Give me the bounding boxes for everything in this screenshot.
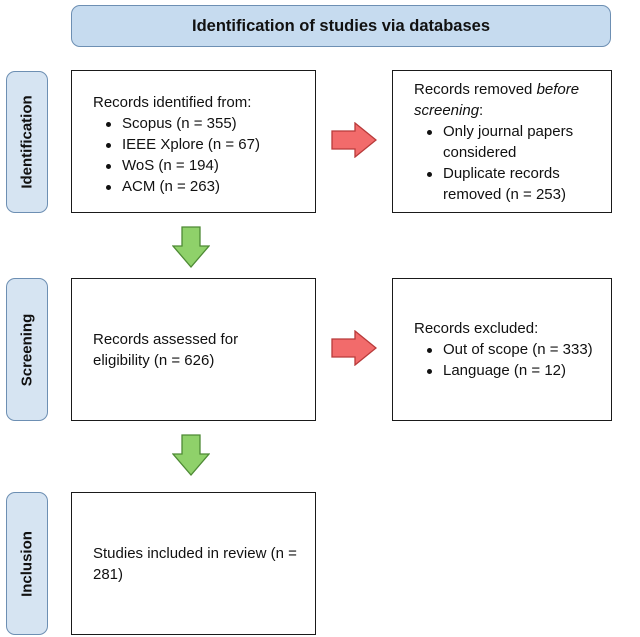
phase-tab-identification: Identification — [6, 71, 48, 213]
records-removed-box: Records removed before screening: Only j… — [392, 70, 612, 213]
list-item: Out of scope (n = 333) — [414, 339, 593, 360]
header-box: Identification of studies via databases — [71, 5, 611, 47]
records-identified-box: Records identified from: Scopus (n = 355… — [71, 70, 316, 213]
right-arrow-icon — [331, 122, 377, 158]
list-item: Duplicate records removed (n = 253) — [414, 163, 611, 205]
list-item: Only journal papers considered — [414, 121, 611, 163]
heading-suffix: : — [479, 102, 484, 119]
list-item: WoS (n = 194) — [93, 155, 315, 176]
down-arrow-icon — [172, 434, 210, 476]
records-removed-list: Only journal papers considered Duplicate… — [414, 121, 611, 205]
records-excluded-list: Out of scope (n = 333) Language (n = 12) — [414, 339, 593, 381]
phase-label-identification: Identification — [18, 95, 36, 189]
studies-included-text: Studies included in review (n = 281) — [93, 544, 297, 583]
list-item: Language (n = 12) — [414, 360, 593, 381]
heading-emphasis: before screening — [414, 81, 580, 119]
down-arrow-icon — [172, 226, 210, 268]
studies-included-box: Studies included in review (n = 281) — [71, 492, 316, 635]
right-arrow-icon — [331, 330, 377, 366]
list-item: Scopus (n = 355) — [93, 113, 315, 134]
records-identified-list: Scopus (n = 355) IEEE Xplore (n = 67) Wo… — [93, 113, 315, 197]
list-item: ACM (n = 263) — [93, 176, 315, 197]
records-excluded-heading: Records excluded: — [414, 320, 539, 337]
header-title: Identification of studies via databases — [192, 16, 490, 35]
records-removed-heading: Records removed before screening: — [414, 79, 611, 121]
list-item: IEEE Xplore (n = 67) — [93, 134, 315, 155]
records-identified-heading: Records identified from: — [93, 94, 252, 111]
phase-label-screening: Screening — [18, 313, 36, 386]
phase-tab-screening: Screening — [6, 278, 48, 421]
records-excluded-content: Records excluded: Out of scope (n = 333)… — [414, 318, 593, 381]
records-excluded-box: Records excluded: Out of scope (n = 333)… — [392, 278, 612, 421]
records-assessed-box: Records assessed for eligibility (n = 62… — [71, 278, 316, 421]
phase-tab-inclusion: Inclusion — [6, 492, 48, 635]
phase-label-inclusion: Inclusion — [18, 530, 36, 597]
records-assessed-text: Records assessed for eligibility (n = 62… — [93, 330, 239, 369]
heading-prefix: Records removed — [414, 81, 537, 98]
